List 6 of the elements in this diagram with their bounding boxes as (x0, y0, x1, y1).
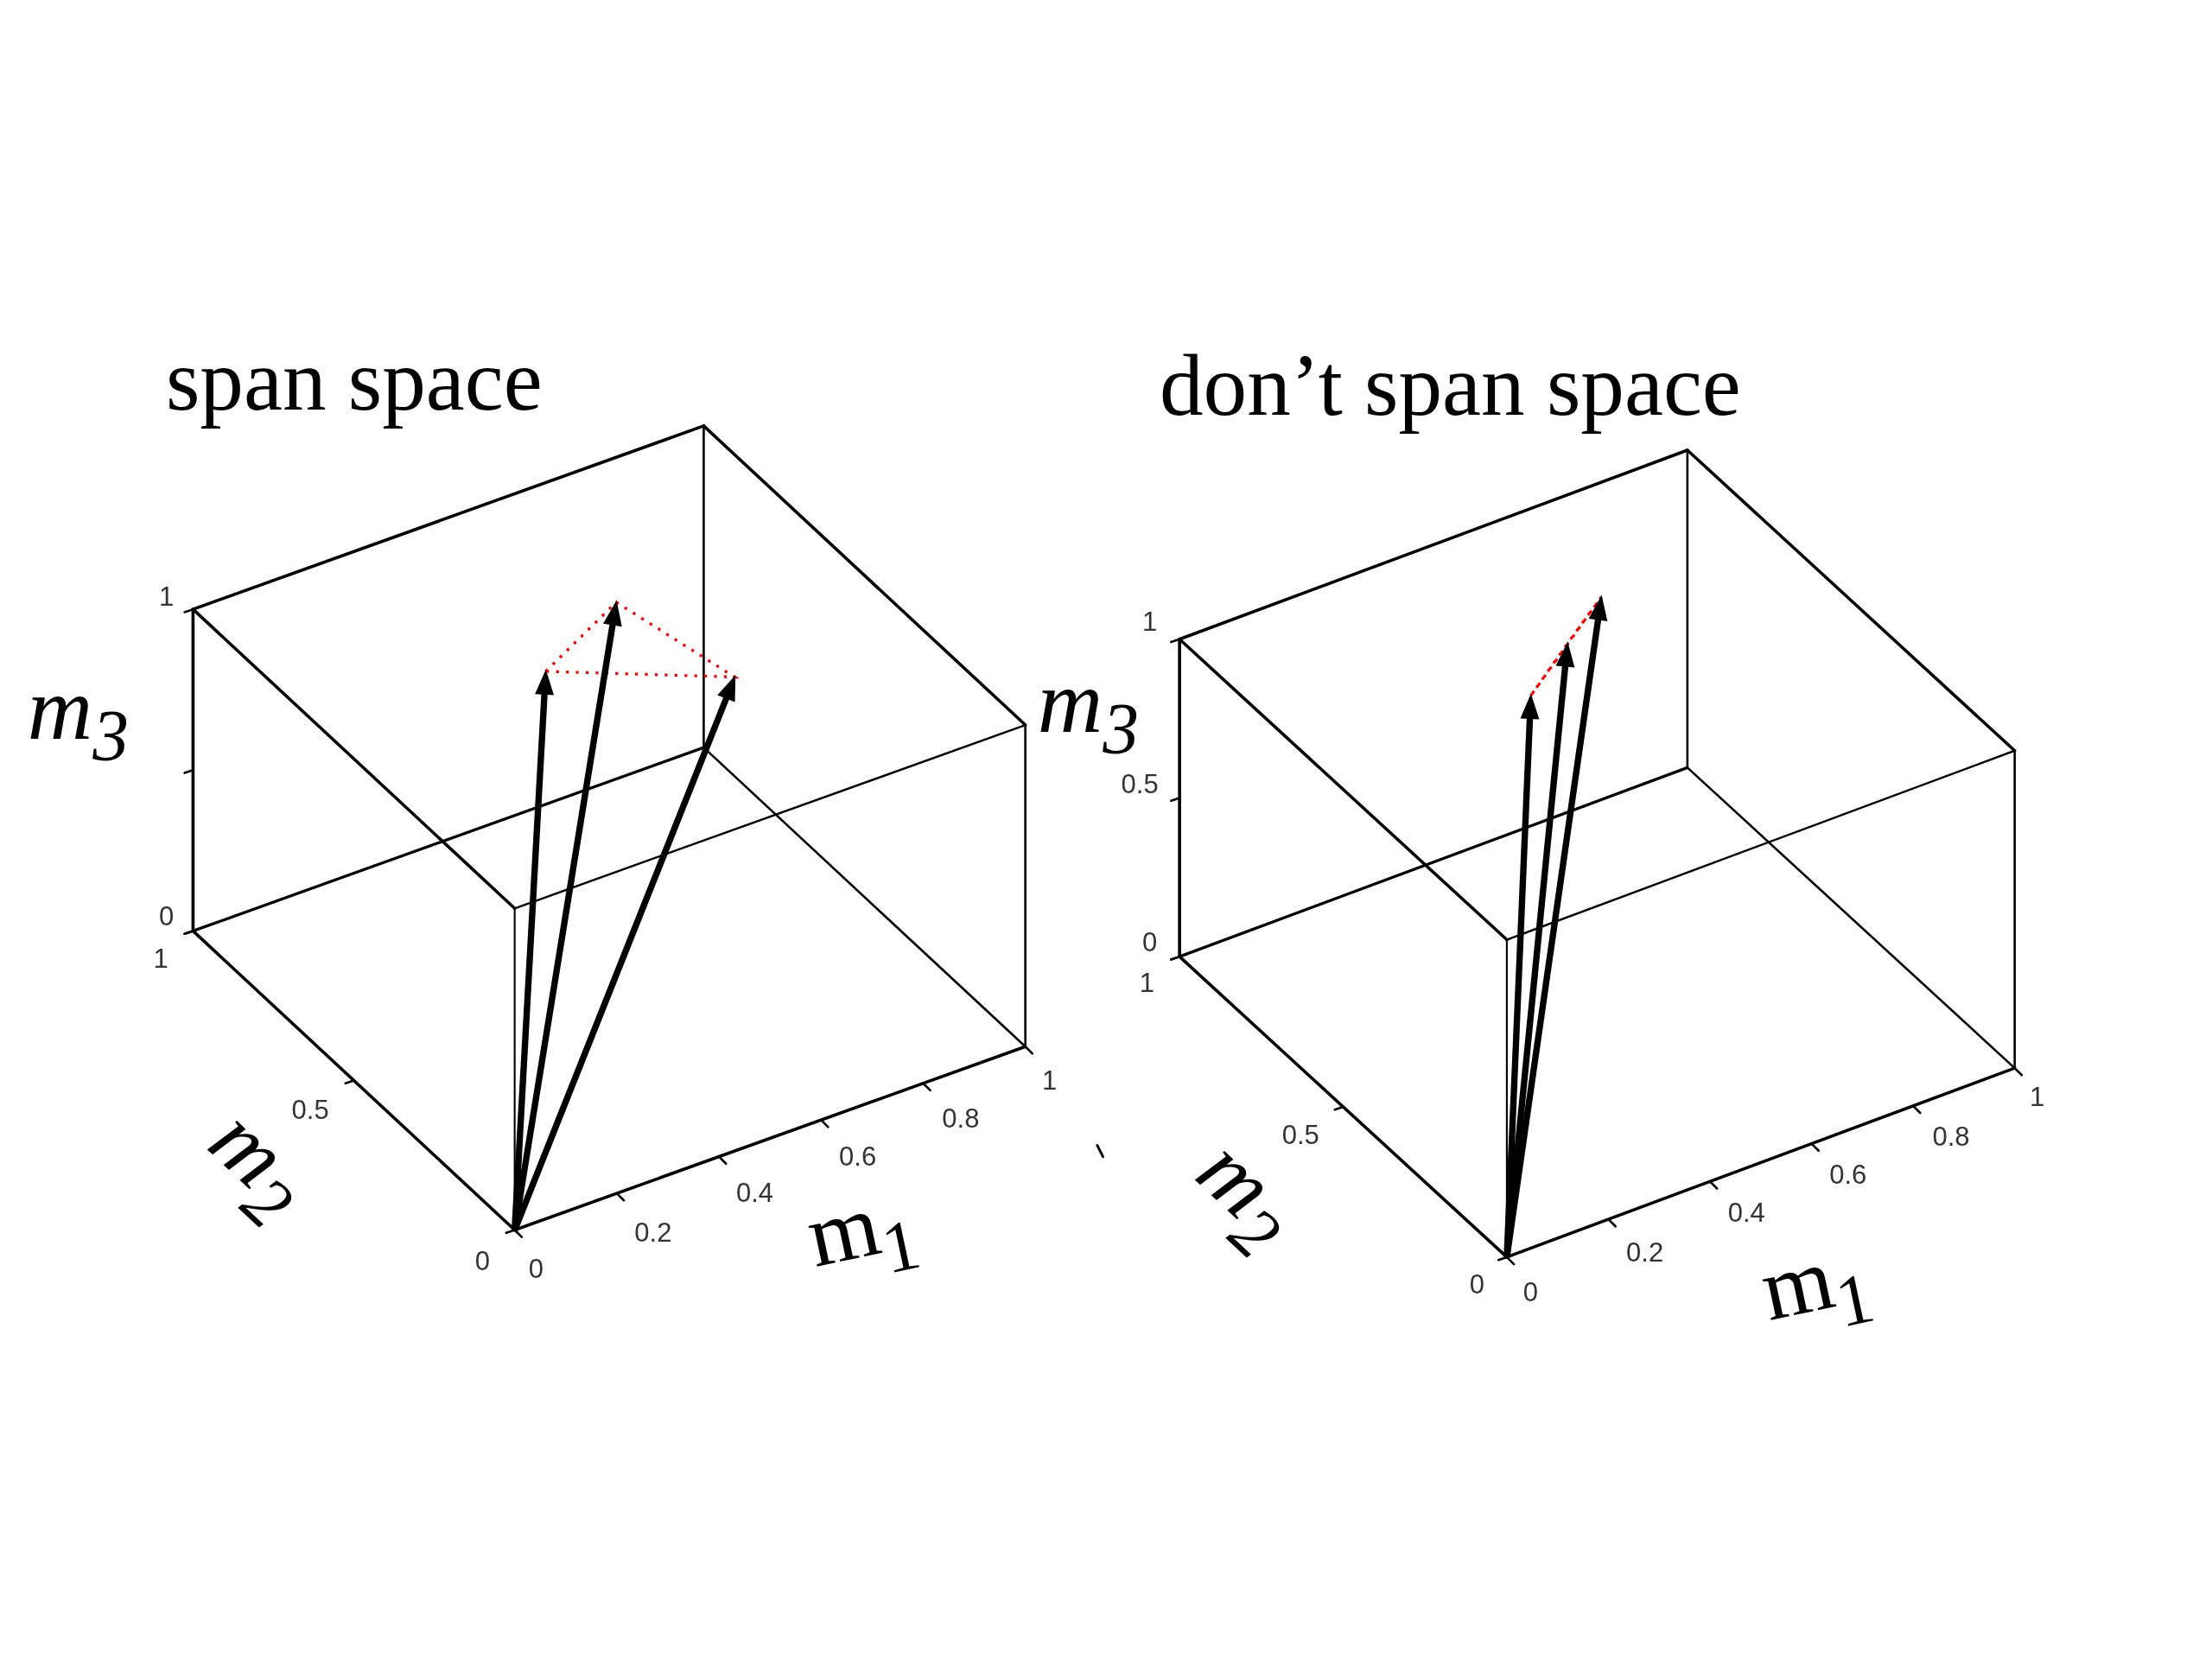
tick-label: 0 (1142, 929, 1158, 957)
axis-label: m$_{3}$ (26, 661, 130, 769)
tick-label: 0.5 (1121, 771, 1159, 798)
tick-label: 0 (1522, 1279, 1539, 1306)
tick-label: 1 (1142, 608, 1158, 636)
tick-label: 1 (1139, 969, 1154, 997)
